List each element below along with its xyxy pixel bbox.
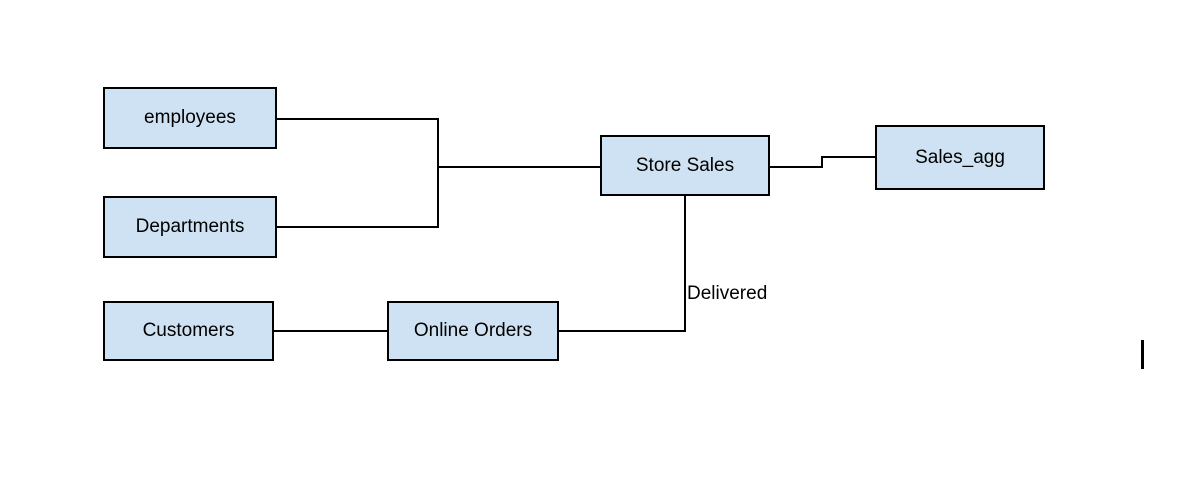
edge-label-delivered[interactable]: Delivered	[687, 283, 768, 304]
node-customers[interactable]: Customers	[103, 301, 274, 361]
edge-employees-to-store-sales[interactable]	[277, 118, 600, 168]
node-departments[interactable]: Departments	[103, 196, 277, 258]
node-online-orders[interactable]: Online Orders	[387, 301, 559, 361]
node-employees[interactable]: employees	[103, 87, 277, 149]
edge-store-sales-to-sales-agg[interactable]	[770, 156, 875, 168]
text-cursor	[1141, 340, 1144, 369]
node-sales-agg[interactable]: Sales_agg	[875, 125, 1045, 190]
node-online-orders-label: Online Orders	[413, 320, 533, 341]
edge-departments-to-store-sales[interactable]	[277, 166, 600, 228]
node-employees-label: employees	[144, 107, 236, 128]
node-store-sales-label: Store Sales	[635, 154, 735, 176]
edge-store-sales-to-online-orders[interactable]	[559, 196, 686, 332]
node-sales-agg-label: Sales_agg	[915, 146, 1005, 168]
node-departments-label: Departments	[135, 216, 245, 237]
node-store-sales[interactable]: Store Sales	[600, 135, 770, 196]
node-customers-label: Customers	[142, 320, 235, 341]
